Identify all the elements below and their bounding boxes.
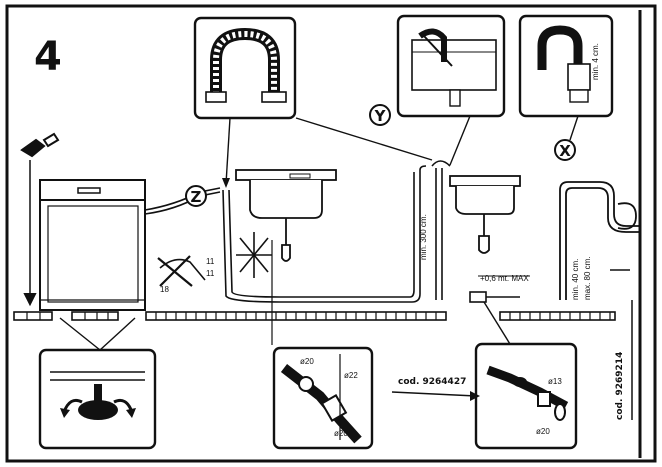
d13: ø13 [548,377,562,386]
marker-z-circle [185,185,207,207]
code-1: cod. 9264427 [398,377,466,387]
sink-drain-cross-icon [236,232,272,278]
max-80-text: max. 80 cm. [583,256,592,300]
d20b: ø20 [334,429,348,438]
dim-1: 11 [206,257,215,266]
hose-connector [469,291,487,303]
code-1-arrowhead [470,391,480,401]
wrong-position-icon [157,255,206,287]
inset-adjustable-foot [38,348,157,450]
outer-frame [5,4,657,463]
step-number: 4 [34,34,62,80]
floor-strip [13,311,616,321]
d20c: ø20 [536,427,550,436]
d20a: ø20 [300,357,314,366]
marker-x: X [559,142,571,160]
right-sink [449,175,521,254]
code-2: cod. 9269214 [615,352,625,420]
inset-hose-bend [193,16,297,120]
dim-2: 11 [206,269,215,278]
inset-wall-x: min. 4 cm. [518,14,614,118]
leader-connector [483,301,511,345]
leader-x [569,115,579,141]
inset-hose-clamp: ø20 ø22 ø20 [272,346,374,450]
dishwasher [39,179,146,311]
kitchen-sink [235,169,337,262]
d22a: ø22 [344,371,358,380]
marker-x-circle [554,139,576,161]
inset-connector-kit: ø13 ø20 [474,342,578,450]
arrow-z [222,178,230,188]
marker-y-circle [369,104,391,126]
inset-sink-y [396,14,506,118]
dim-3: 18 [160,285,169,294]
leader-hose-to-y [295,117,433,161]
max-height-text: +0,6 mt. MAX [480,274,529,283]
floor-brick-lines [155,312,611,320]
min-40-text: min. 40 cm. [571,259,580,300]
marker-y: Y [374,107,387,125]
min-height-text: min. 300 cm. [419,214,428,260]
floor-divisions [26,312,109,320]
inset-x-text: min. 4 cm. [591,43,600,80]
standpipe [431,160,451,300]
leader-foot-left [59,317,101,351]
leader-z [225,117,231,185]
leader-foot-right [99,317,136,351]
code-1-arrow [391,391,477,397]
wall-drain-pipe [559,181,640,300]
water-tap-icon [20,132,60,307]
leader-y [449,115,471,166]
marker-z: Z [191,188,202,206]
